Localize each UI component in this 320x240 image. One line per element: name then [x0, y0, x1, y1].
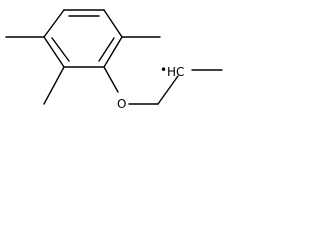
radical-dot: •: [160, 63, 167, 77]
ring-bond-upper-right: [103, 9, 123, 38]
ch2-to-radical-bond: [157, 75, 179, 105]
ring-bond-lower-right-inner: [98, 37, 115, 62]
ring-to-oxygen-bond: [103, 66, 119, 93]
molecule-diagram: O • HC: [5, 9, 223, 111]
ring-bond-lower-right: [103, 36, 123, 68]
ring-bond-upper-left: [43, 9, 65, 38]
oxygen-label: O: [117, 97, 126, 111]
ring-bond-lower-left-inner: [51, 37, 70, 62]
benzene-ring: [43, 9, 123, 68]
radical-carbon-label: HC: [167, 65, 184, 79]
ring-bond-lower-left: [43, 36, 65, 68]
structure-canvas: O • HC: [0, 0, 226, 115]
methyl-bond-bottom-left: [43, 66, 65, 105]
